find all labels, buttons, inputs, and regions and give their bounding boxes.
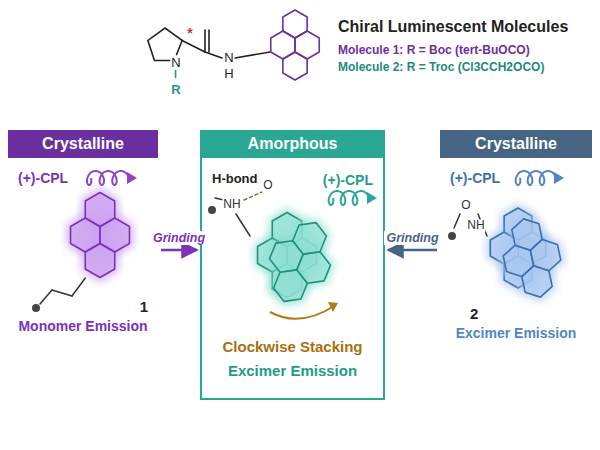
chiral-dot — [208, 206, 216, 214]
panel-text: 2 — [470, 305, 478, 322]
cpl-arrowhead — [367, 192, 377, 204]
atom-label: NH — [222, 198, 241, 211]
pyrene-rings — [257, 212, 343, 313]
chiral-star: * — [186, 26, 193, 41]
atom-label: O — [262, 179, 273, 192]
bond-line — [236, 214, 250, 236]
atom-label: H — [223, 67, 234, 81]
pyrene-rings — [71, 193, 130, 278]
cpl-arrowhead — [554, 172, 564, 184]
cpl-arrowhead — [127, 172, 137, 184]
atom-label: O — [460, 199, 471, 212]
state-panel: AmorphousH-bond (+)-CPL Clockwise Stacking… — [200, 130, 385, 400]
edge-label: Grinding — [151, 231, 207, 245]
carbonyl-bond — [204, 30, 206, 52]
panel-header: Crystalline — [440, 130, 592, 158]
bond-line — [72, 278, 85, 296]
molecule-note: Molecule 2: R = Troc (Cl3CCH2OCO) — [338, 61, 544, 74]
grinding-arrow — [388, 249, 437, 252]
panel-text: H-bond — [212, 172, 257, 187]
molecule-note: Molecule 1: R = Boc (tert-BuOCO) — [338, 44, 530, 57]
panel-text: (+)-CPL — [18, 170, 68, 186]
panel-text: 1 — [140, 298, 148, 315]
pyrene-rings — [271, 10, 319, 80]
bond-line — [52, 290, 72, 296]
carbonyl-bond — [208, 30, 210, 52]
pyrrolidine-ring — [177, 40, 183, 54]
state-panel: Crystalline (+)-CPL 1Monomer Emission — [8, 130, 158, 360]
panel-text: Excimer Emission — [228, 362, 357, 379]
atom-label: NH — [466, 219, 485, 232]
panel-text: Monomer Emission — [18, 318, 147, 334]
panel-text: Clockwise Stacking — [222, 338, 362, 355]
chiral-dot — [32, 304, 40, 312]
bond-line — [182, 40, 205, 52]
pyrene-rings — [497, 213, 568, 303]
amide-bond — [235, 52, 270, 58]
panel-text: (+)-CPL — [450, 170, 500, 186]
bond-line — [454, 214, 460, 228]
panel-text: Excimer Emission — [456, 325, 577, 341]
edge-label: Grinding — [384, 231, 440, 245]
figure-title: Chiral Luminescent Molecules — [338, 18, 568, 36]
panel-header: Crystalline — [8, 130, 158, 158]
atom-label: N — [170, 56, 181, 70]
atom-label: R — [170, 83, 181, 97]
panel-header: Amorphous — [200, 130, 385, 158]
cpl-helix — [329, 191, 369, 205]
chiral-dot — [448, 232, 456, 240]
amide-bond — [205, 52, 222, 58]
atom-label: N — [223, 51, 234, 65]
panel-text: (+)-CPL — [323, 172, 373, 188]
cpl-helix — [87, 171, 129, 185]
cpl-helix — [516, 171, 556, 185]
h-bond-line — [244, 192, 262, 200]
state-panel: Crystalline (+)-CPL 2Excimer Emission — [440, 130, 592, 360]
clockwise-arrow — [270, 306, 334, 319]
bond-line — [40, 290, 52, 304]
clockwise-arrowhead — [328, 302, 338, 312]
grinding-arrow — [161, 249, 197, 252]
